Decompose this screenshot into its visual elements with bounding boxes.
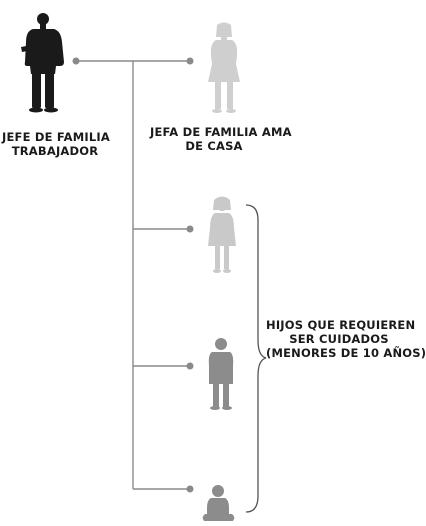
father-label-line-1: JEFE DE FAMILIA [2,130,110,144]
mother-silhouette-icon [208,22,240,113]
mother-label-line-1: JEFA DE FAMILIA AMA [150,125,292,139]
children-label-line-1: HIJOS QUE REQUIEREN [266,318,416,332]
dot-child-2 [186,362,194,370]
dot-child-3 [186,485,194,493]
father-silhouette-icon [21,13,64,113]
family-tree-diagram [21,13,267,521]
children-label-line-3: (MENORES DE 10 AÑOS) [266,346,426,360]
child-2-silhouette-icon [208,338,234,410]
mother-label: JEFA DE FAMILIA AMA DE CASA [150,125,292,153]
dot-child-1 [186,225,194,233]
father-label: JEFE DE FAMILIA TRABAJADOR [2,130,110,158]
dot-father [72,57,80,65]
children-group-brace [245,204,267,513]
children-label: HIJOS QUE REQUIEREN SER CUIDADOS (MENORE… [266,318,426,360]
child-1-silhouette-icon [208,196,236,273]
children-label-line-2: SER CUIDADOS [289,332,389,346]
connector-lines [76,60,190,490]
dot-mother [186,57,194,65]
connector-dots [72,57,194,493]
mother-label-line-2: DE CASA [185,139,243,153]
child-3-silhouette-icon [202,485,235,521]
father-label-line-2: TRABAJADOR [11,144,99,158]
